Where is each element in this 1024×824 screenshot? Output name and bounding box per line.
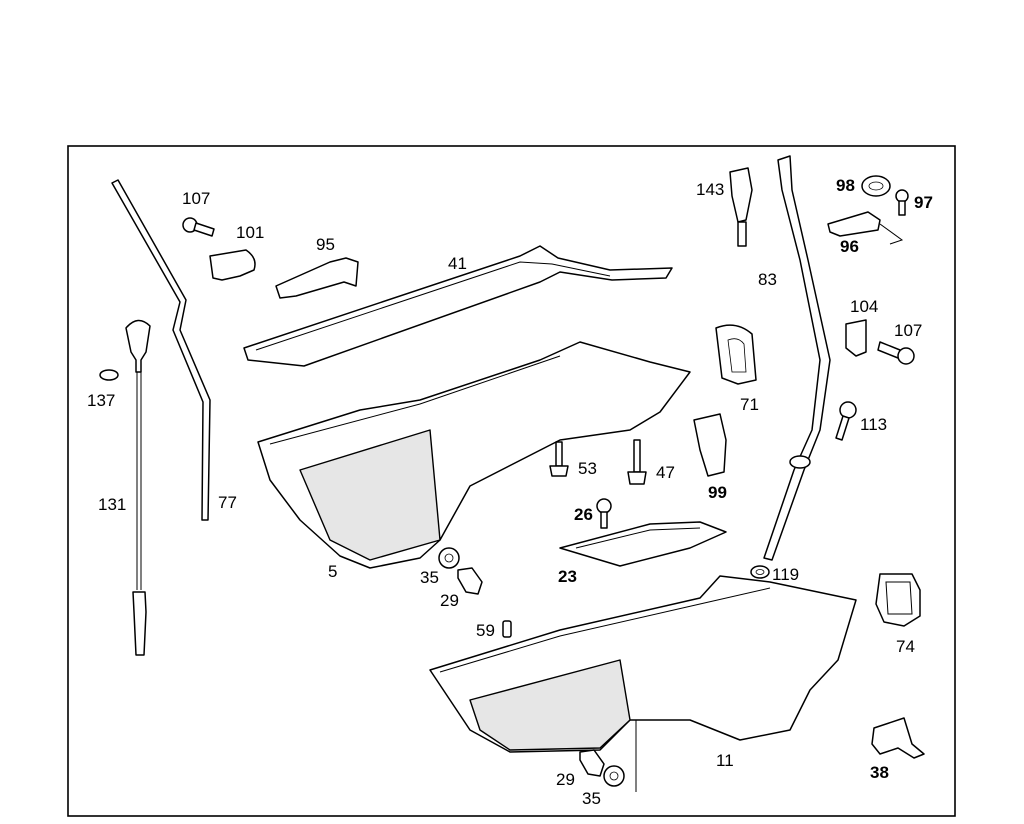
- label-119: 119: [772, 565, 799, 584]
- label-11: 11: [716, 751, 734, 770]
- part-41-gasket[interactable]: [243, 245, 673, 367]
- part-137-o-ring[interactable]: [99, 369, 119, 381]
- label-104: 104: [850, 297, 878, 316]
- label-59: 59: [476, 621, 495, 640]
- part-143-sensor[interactable]: [729, 167, 753, 247]
- part-104-clip[interactable]: [845, 319, 867, 357]
- label-29-upper: 29: [440, 591, 459, 610]
- label-5: 5: [328, 562, 337, 581]
- part-99-bracket[interactable]: [693, 413, 727, 477]
- part-29-drain-plug[interactable]: [457, 567, 483, 595]
- part-11-oil-pan-lower[interactable]: [429, 575, 857, 753]
- part-53-bolt[interactable]: [549, 441, 569, 477]
- label-29-lower: 29: [556, 770, 575, 789]
- part-47-bolt[interactable]: [627, 439, 647, 485]
- label-35-upper: 35: [420, 568, 439, 587]
- part-77-guide-tube[interactable]: [111, 179, 211, 521]
- part-23-baffle[interactable]: [559, 521, 727, 567]
- part-95-bracket[interactable]: [275, 257, 359, 299]
- label-131: 131: [98, 495, 126, 514]
- label-71: 71: [740, 395, 759, 414]
- part-131-dipstick[interactable]: [125, 319, 151, 656]
- label-26: 26: [574, 505, 593, 524]
- label-96: 96: [840, 237, 859, 256]
- part-35-seal-ring-lower[interactable]: [603, 765, 625, 787]
- part-119-o-ring[interactable]: [750, 565, 770, 579]
- diagram-frame: [67, 145, 956, 817]
- label-77: 77: [218, 493, 237, 512]
- label-47: 47: [656, 463, 675, 482]
- part-107-bolt-right[interactable]: [877, 341, 915, 365]
- label-101: 101: [236, 223, 264, 242]
- part-98-grommet[interactable]: [861, 175, 891, 197]
- label-107-right: 107: [894, 321, 922, 340]
- label-38: 38: [870, 763, 889, 782]
- label-23: 23: [558, 567, 577, 586]
- label-98: 98: [836, 176, 855, 195]
- label-113: 113: [860, 415, 887, 434]
- part-83-guide-tube[interactable]: [763, 155, 831, 561]
- part-71-seal[interactable]: [715, 324, 757, 385]
- part-113-bolt[interactable]: [835, 401, 857, 441]
- label-74: 74: [896, 637, 915, 656]
- label-107-left: 107: [182, 189, 210, 208]
- part-59-dowel[interactable]: [502, 620, 512, 638]
- label-97: 97: [914, 193, 933, 212]
- label-99: 99: [708, 483, 727, 502]
- label-53: 53: [578, 459, 597, 478]
- label-41: 41: [448, 254, 467, 273]
- part-35-seal-ring[interactable]: [438, 547, 460, 569]
- part-38-clamp[interactable]: [871, 717, 925, 759]
- label-83: 83: [758, 270, 777, 289]
- part-97-screw[interactable]: [895, 189, 909, 216]
- label-95: 95: [316, 235, 335, 254]
- label-143: 143: [696, 180, 724, 199]
- part-107-bolt[interactable]: [182, 217, 215, 237]
- label-137: 137: [87, 391, 115, 410]
- part-101-clip[interactable]: [209, 249, 256, 281]
- part-5-oil-pan-upper[interactable]: [257, 341, 691, 569]
- part-74-cover[interactable]: [875, 573, 921, 627]
- label-35-lower: 35: [582, 789, 601, 808]
- part-26-bolt[interactable]: [596, 498, 612, 529]
- part-29-drain-plug-lower[interactable]: [579, 749, 605, 777]
- part-96-bracket[interactable]: [827, 211, 904, 245]
